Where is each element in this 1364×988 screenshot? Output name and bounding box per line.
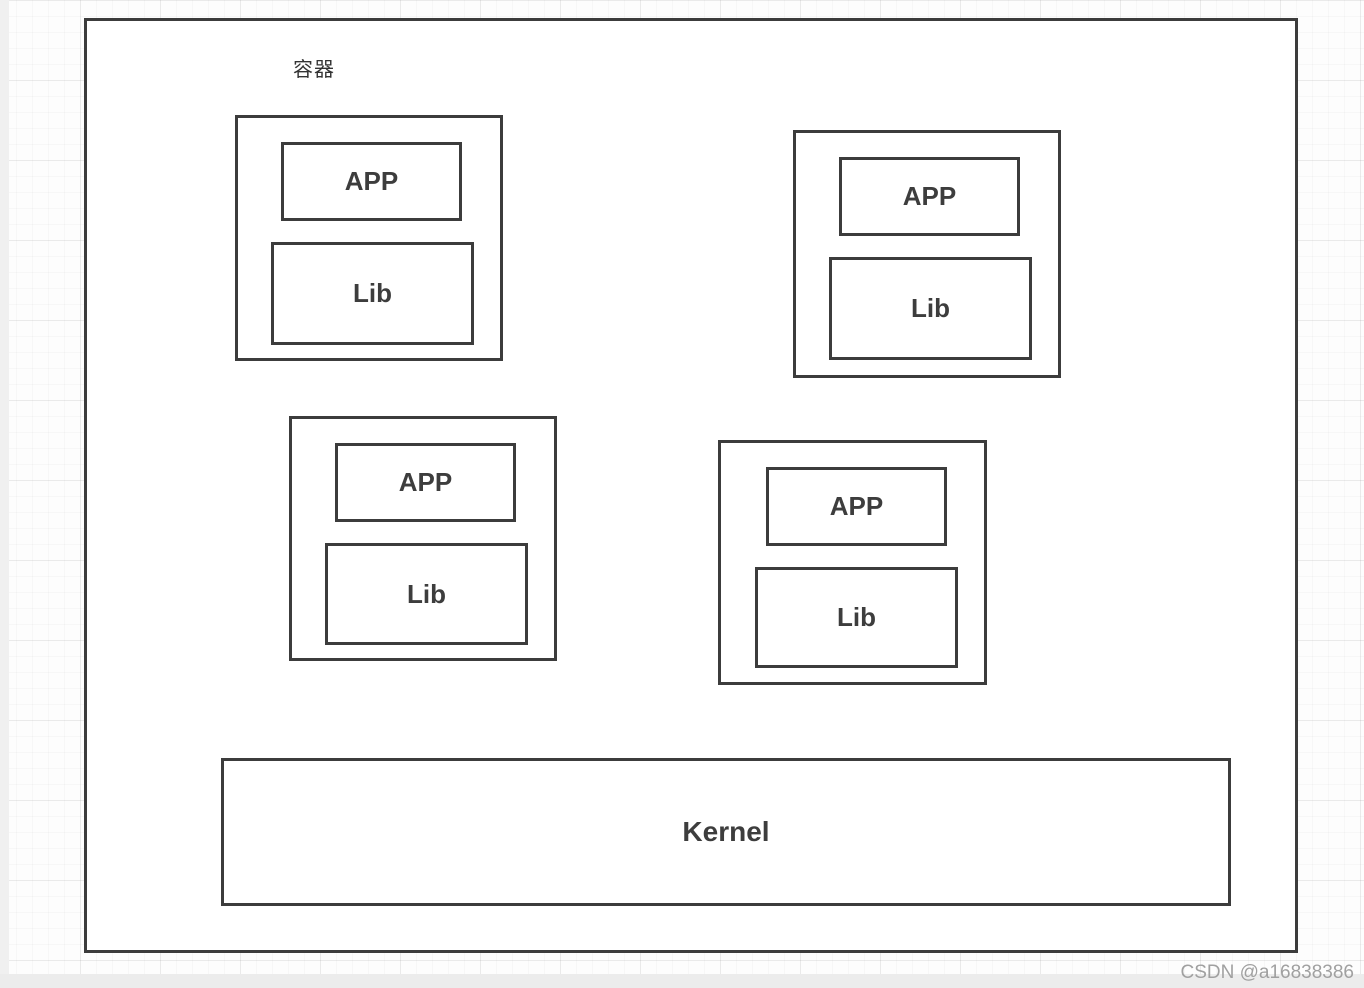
app-shape[interactable]: APP	[281, 142, 462, 221]
container-shape-1[interactable]: APP Lib	[235, 115, 503, 361]
app-shape[interactable]: APP	[335, 443, 516, 522]
container-shape-4[interactable]: APP Lib	[718, 440, 987, 685]
lib-shape[interactable]: Lib	[271, 242, 474, 345]
app-shape[interactable]: APP	[766, 467, 947, 546]
lib-shape[interactable]: Lib	[755, 567, 958, 668]
canvas-bottom-gutter	[0, 974, 1364, 988]
lib-shape-selected[interactable]: Lib	[829, 257, 1032, 360]
lib-shape[interactable]: Lib	[325, 543, 528, 645]
watermark-text: CSDN @a16838386	[1180, 962, 1354, 983]
container-shape-2[interactable]: APP Lib	[793, 130, 1061, 378]
kernel-shape[interactable]: Kernel	[221, 758, 1231, 906]
outer-boundary-shape[interactable]: 容器 APP Lib APP Lib APP Lib APP Lib Kerne…	[84, 18, 1298, 953]
container-shape-3[interactable]: APP Lib	[289, 416, 557, 661]
app-shape[interactable]: APP	[839, 157, 1020, 236]
container-group-label: 容器	[293, 59, 335, 81]
canvas-left-gutter	[0, 0, 9, 988]
